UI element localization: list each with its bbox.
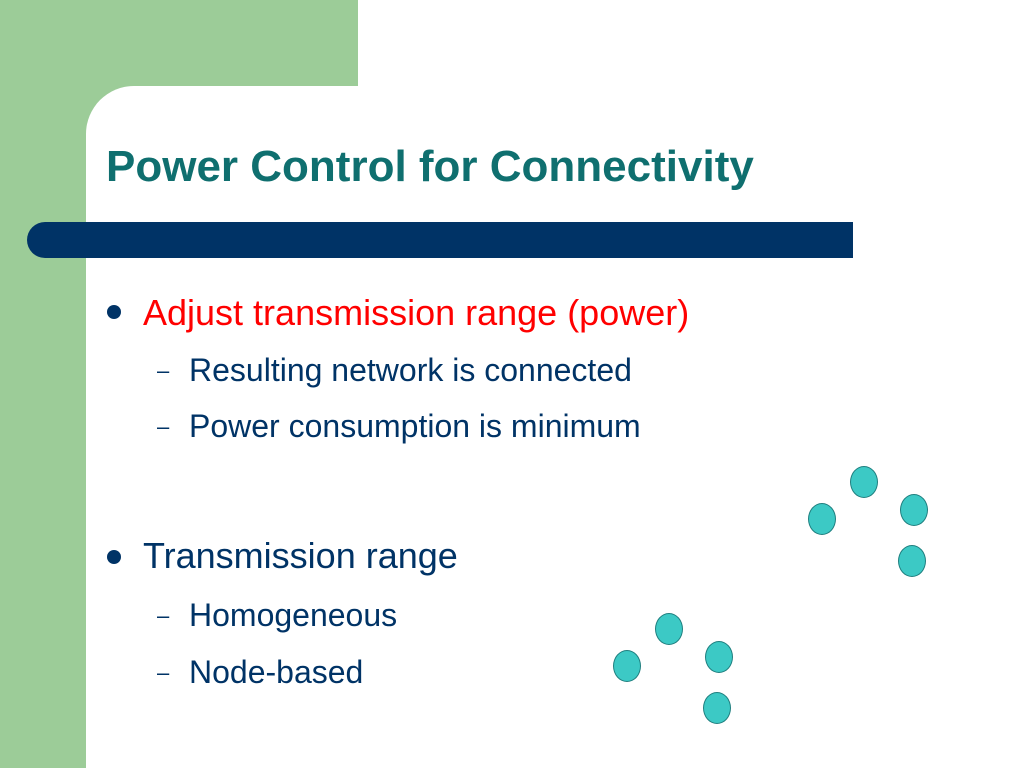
bullet-1-text: Adjust transmission range (power) bbox=[143, 292, 690, 333]
bullet-2-sub-2: Node-based bbox=[189, 654, 364, 690]
bullet-dot-icon bbox=[107, 305, 121, 319]
network-node-icon bbox=[808, 503, 836, 535]
dash-icon: – bbox=[157, 414, 170, 439]
green-left-strip bbox=[0, 0, 86, 768]
network-node-icon bbox=[655, 613, 683, 645]
dash-icon: – bbox=[157, 358, 170, 383]
title-accent-bar bbox=[27, 222, 853, 258]
network-node-icon bbox=[898, 545, 926, 577]
bullet-1-sub-1: Resulting network is connected bbox=[189, 352, 632, 388]
network-node-icon bbox=[703, 692, 731, 724]
network-node-icon bbox=[705, 641, 733, 673]
network-node-icon bbox=[613, 650, 641, 682]
dash-icon: – bbox=[157, 603, 170, 628]
slide-title: Power Control for Connectivity bbox=[106, 142, 754, 191]
bullet-1-sub-2: Power consumption is minimum bbox=[189, 408, 641, 444]
content-panel bbox=[86, 86, 1024, 768]
network-node-icon bbox=[850, 466, 878, 498]
dash-icon: – bbox=[157, 660, 170, 685]
bullet-dot-icon bbox=[107, 550, 121, 564]
network-node-icon bbox=[900, 494, 928, 526]
bullet-2-sub-1: Homogeneous bbox=[189, 597, 398, 633]
bullet-2-text: Transmission range bbox=[143, 535, 458, 576]
